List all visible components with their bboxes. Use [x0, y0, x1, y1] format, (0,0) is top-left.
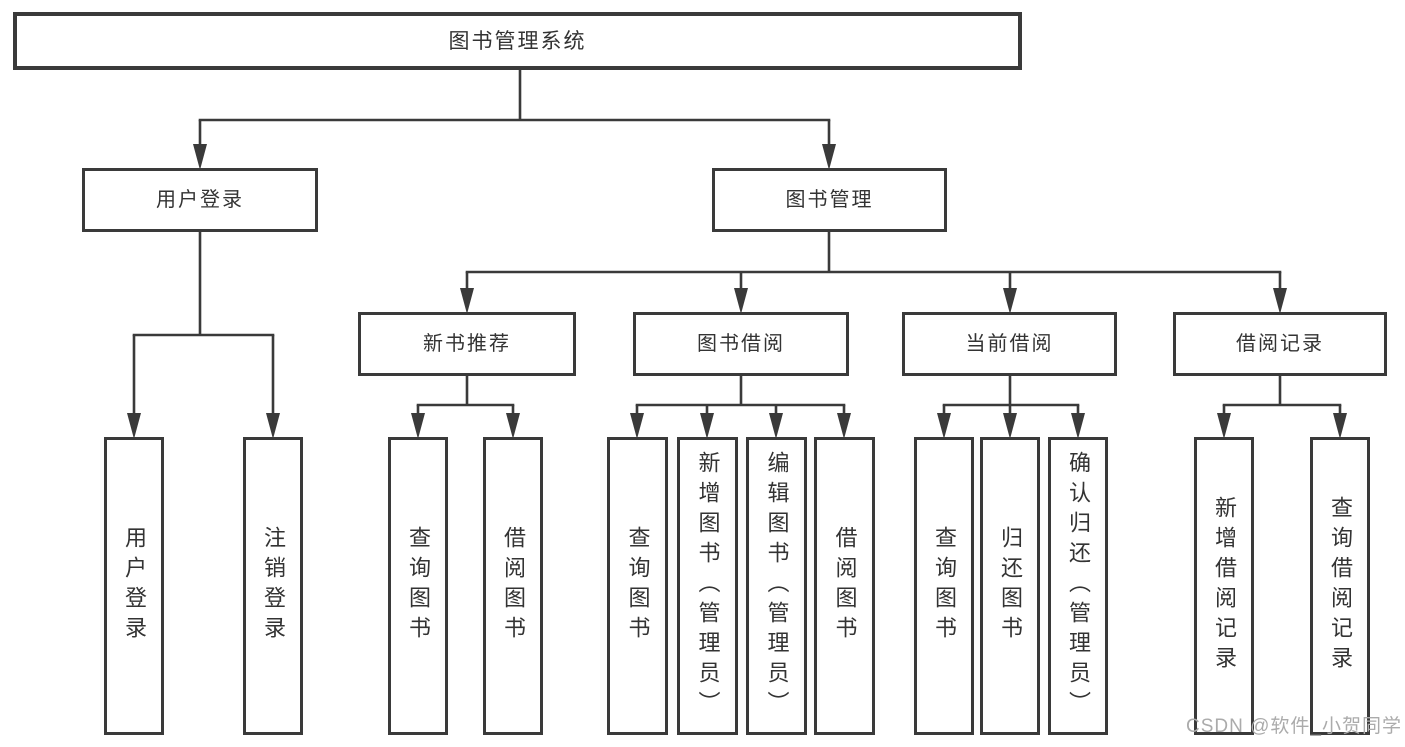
leaf-label: 查询图书 — [932, 526, 957, 646]
leaf-label: 查询借阅记录 — [1328, 496, 1353, 676]
leaf-label: 借阅图书 — [832, 526, 858, 646]
node-new-book-recommend: 新书推荐 — [358, 312, 576, 376]
leaf-label: 新增借阅记录 — [1212, 496, 1237, 676]
node-book-management: 图书管理 — [712, 168, 947, 232]
leaf-label: 注销登录 — [261, 526, 286, 646]
leaf-label: 用户登录 — [122, 526, 147, 646]
node-label: 图书借阅 — [697, 333, 785, 355]
node-book-borrow: 图书借阅 — [633, 312, 849, 376]
node-current-borrow: 当前借阅 — [902, 312, 1117, 376]
leaf-confirm-return-admin: 确认归还（管理员） — [1048, 437, 1108, 735]
leaf-label: 借阅图书 — [501, 526, 526, 646]
leaf-query-books-current: 查询图书 — [914, 437, 974, 735]
leaf-return-books: 归还图书 — [980, 437, 1040, 735]
leaf-borrow-books: 借阅图书 — [814, 437, 875, 735]
leaf-query-borrow-record: 查询借阅记录 — [1310, 437, 1370, 735]
node-label: 图书管理系统 — [448, 29, 587, 53]
leaf-query-books-borrow: 查询图书 — [607, 437, 668, 735]
leaf-add-borrow-record: 新增借阅记录 — [1194, 437, 1254, 735]
leaf-label: 归还图书 — [998, 526, 1023, 646]
leaf-borrow-books-recommend: 借阅图书 — [483, 437, 543, 735]
leaf-edit-books-admin: 编辑图书（管理员） — [746, 437, 807, 735]
csdn-watermark: CSDN @软件_小贺同学 — [1186, 716, 1402, 737]
arrowheads — [127, 144, 1347, 439]
node-label: 当前借阅 — [965, 333, 1054, 355]
leaf-logout: 注销登录 — [243, 437, 303, 735]
node-borrow-records: 借阅记录 — [1173, 312, 1387, 376]
node-user-login: 用户登录 — [82, 168, 318, 232]
leaf-label: 查询图书 — [625, 526, 651, 646]
leaf-label: 编辑图书（管理员） — [764, 451, 790, 721]
node-label: 用户登录 — [156, 189, 244, 211]
leaf-add-books-admin: 新增图书（管理员） — [677, 437, 738, 735]
node-label: 图书管理 — [785, 189, 874, 211]
node-label: 新书推荐 — [423, 333, 511, 355]
leaf-label: 新增图书（管理员） — [695, 451, 721, 721]
leaf-query-books-recommend: 查询图书 — [388, 437, 448, 735]
node-library-management-system: 图书管理系统 — [13, 12, 1022, 70]
leaf-label: 查询图书 — [406, 526, 431, 646]
node-label: 借阅记录 — [1236, 333, 1324, 355]
leaf-label: 确认归还（管理员） — [1066, 451, 1091, 721]
leaf-user-login: 用户登录 — [104, 437, 164, 735]
